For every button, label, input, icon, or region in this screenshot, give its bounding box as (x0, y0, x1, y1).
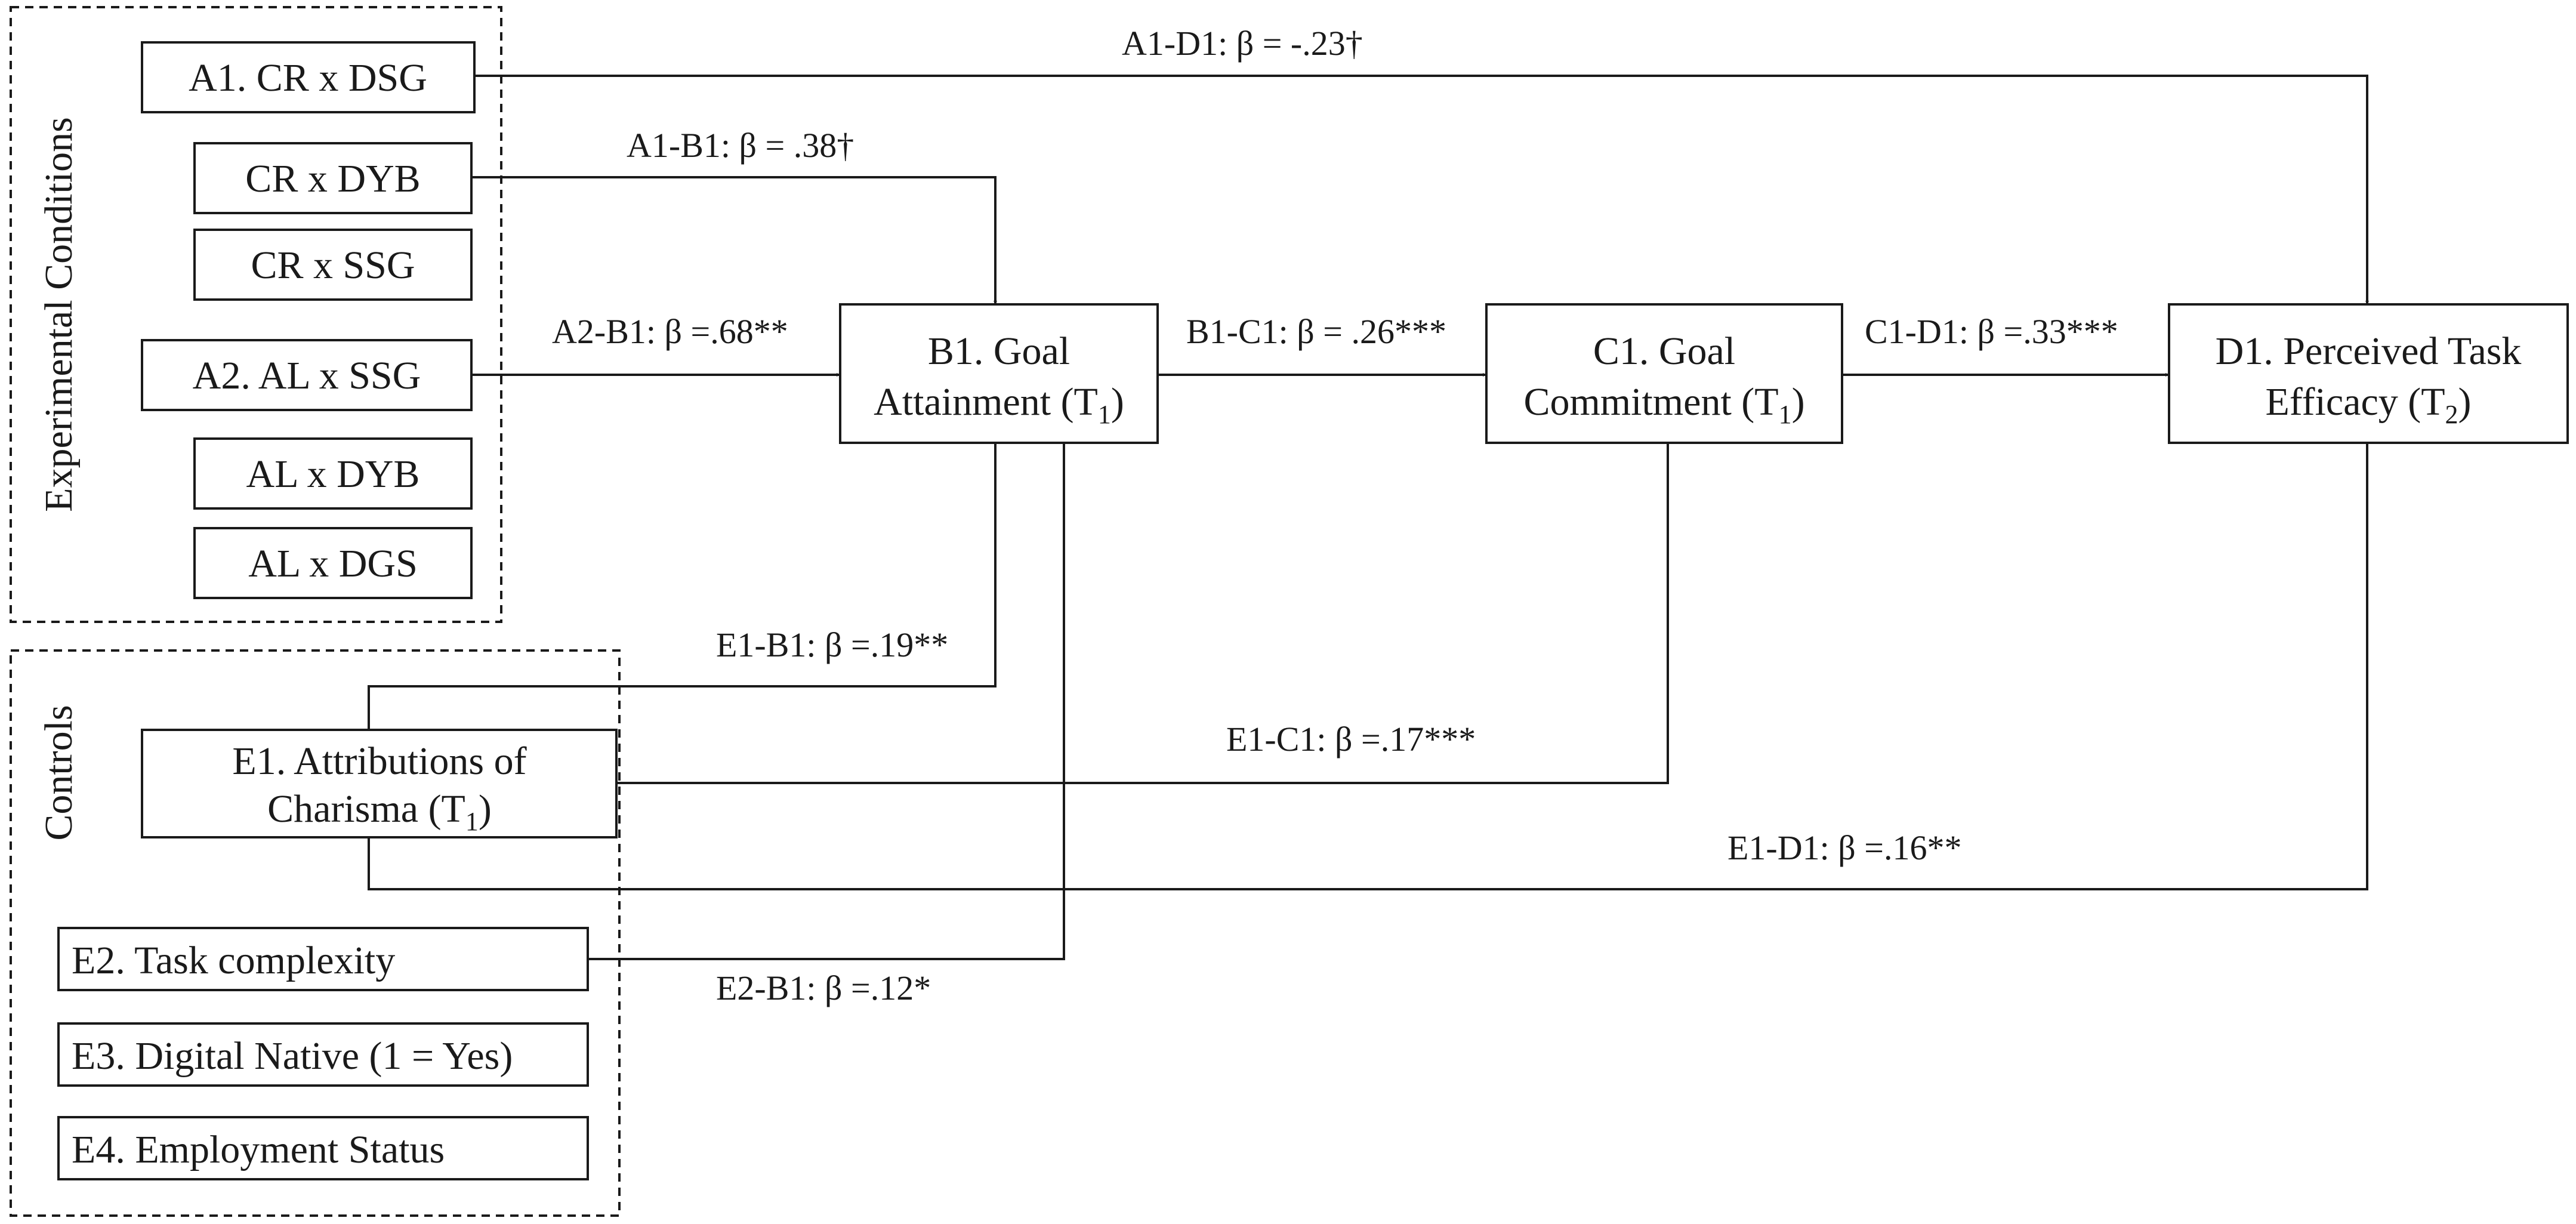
node-b1-line1: B1. Goal (928, 329, 1070, 373)
node-d1-box (2168, 303, 2569, 444)
node-cr-ssg-box (193, 229, 473, 301)
arrow-e1-c1 (616, 403, 1670, 784)
arrow-a1-d1 (474, 75, 2369, 304)
arrow-e2-b1 (588, 403, 1066, 960)
node-e3-box (57, 1022, 589, 1087)
node-c1-line2: Commitment (T1) (1523, 380, 1804, 429)
node-e1-box (141, 729, 618, 838)
arrow-a1-b1 (471, 176, 997, 304)
edge-label-e1-d1: E1-D1: β =.16** (1727, 828, 1961, 867)
node-b1-box (839, 303, 1159, 444)
node-d1-line2: Efficacy (T2) (2265, 380, 2471, 429)
node-c1-line1: C1. Goal (1593, 329, 1735, 373)
node-e2-label: E2. Task complexity (72, 939, 395, 982)
node-a2-box (141, 339, 473, 411)
experimental-conditions-label: Experimental Conditions (37, 117, 81, 512)
controls-group (10, 649, 621, 1217)
node-d1-line1: D1. Perceived Task (2216, 329, 2522, 373)
node-al-dyb-label: AL x DYB (246, 452, 420, 496)
controls-label: Controls (37, 705, 81, 840)
node-e4-label: E4. Employment Status (72, 1128, 445, 1171)
node-e1-line2: Charisma (T1) (267, 787, 492, 836)
edge-label-a1-d1: A1-D1: β = -.23† (1122, 24, 1363, 63)
edge-label-a1-b1: A1-B1: β = .38† (627, 126, 854, 165)
experimental-conditions-group (10, 6, 502, 623)
node-a1-label: A1. CR x DSG (189, 56, 427, 100)
edge-label-c1-d1: C1-D1: β =.33*** (1865, 312, 2118, 351)
node-b1-line2: Attainment (T1) (874, 380, 1124, 429)
node-e1-line1: E1. Attributions of (232, 739, 526, 783)
edge-label-b1-c1: B1-C1: β = .26*** (1186, 312, 1446, 351)
edge-label-e2-b1: E2-B1: β =.12* (716, 969, 931, 1007)
node-a1-box (141, 41, 476, 113)
arrow-e1-d1 (368, 403, 2369, 890)
node-cr-dyb-label: CR x DYB (245, 157, 420, 201)
node-e4-box (57, 1116, 589, 1180)
node-al-dgs-box (193, 527, 473, 599)
edge-label-e1-c1: E1-C1: β =.17*** (1226, 720, 1476, 759)
node-al-dyb-box (193, 437, 473, 510)
node-e3-label: E3. Digital Native (1 = Yes) (72, 1034, 513, 1078)
node-cr-ssg-label: CR x SSG (251, 243, 415, 287)
arrow-e1-b1 (368, 403, 997, 730)
node-e2-box (57, 927, 589, 991)
edge-label-a2-b1: A2-B1: β =.68** (552, 312, 788, 351)
node-a2-label: A2. AL x SSG (193, 354, 421, 397)
node-al-dgs-label: AL x DGS (248, 542, 418, 585)
node-c1-box (1485, 303, 1843, 444)
edge-label-e1-b1: E1-B1: β =.19** (716, 625, 948, 664)
node-cr-dyb-box (193, 142, 473, 214)
